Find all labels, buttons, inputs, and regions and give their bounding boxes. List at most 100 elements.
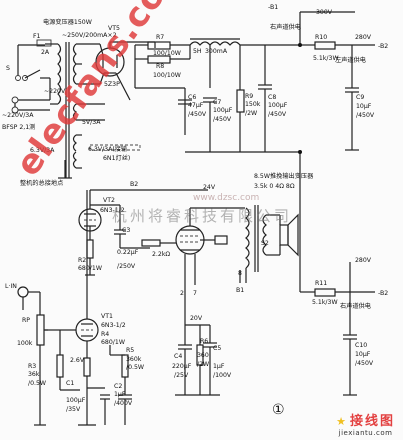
r9-power: /2W	[245, 110, 257, 117]
vt2-tube	[78, 190, 150, 276]
output-transformer	[239, 205, 299, 283]
c7-voltage: /450V	[213, 116, 232, 123]
logo-text: 接线图	[349, 414, 395, 429]
vt1-type: 6N3-1/2	[101, 322, 126, 329]
star-icon: ★	[336, 415, 348, 428]
b2-voltage-bottom: 280V	[355, 257, 372, 264]
output-tube	[141, 207, 245, 285]
c6-value: 47μF	[188, 102, 204, 109]
r11-value: 5.1k/3W	[312, 299, 338, 306]
rectifier-type: 5Z3P	[104, 81, 120, 88]
r11-label: R11	[315, 280, 327, 287]
r6-label: R6	[200, 338, 208, 345]
b2-bottom: -B2	[378, 290, 388, 297]
mains-input	[11, 39, 52, 114]
rectifier-tube	[95, 41, 156, 101]
c8-value: 100μF	[268, 102, 288, 109]
filter-network	[134, 38, 300, 152]
r5-power: /0.5W	[126, 364, 144, 371]
c6-voltage: /450V	[188, 111, 207, 118]
switch-label: S	[6, 65, 10, 72]
c3-voltage: /250V	[117, 263, 136, 270]
b2-top: -B2	[378, 43, 388, 50]
logo-subtitle: jiexiantu.com	[336, 429, 395, 437]
c9-value: 10μF	[356, 103, 372, 110]
tap-8: 8	[238, 270, 242, 277]
c4-value: 220μF	[172, 363, 192, 370]
power-transformer	[45, 42, 141, 178]
c10-value: 10μF	[355, 351, 371, 358]
r9-label: R9	[245, 93, 253, 100]
filament-5v-label: 5V/3A	[82, 119, 101, 126]
r7-value: 100/10W	[153, 50, 181, 57]
choke-current: 300mA	[205, 48, 228, 55]
logo-suffix: .com	[373, 429, 393, 437]
fuse-label: F1	[33, 33, 41, 40]
c1-voltage: /35V	[66, 406, 81, 413]
input-label: L·IN	[5, 283, 17, 290]
c8-voltage: /450V	[268, 111, 287, 118]
choke-label: 5H	[193, 48, 202, 55]
r7-label: R7	[156, 34, 164, 41]
r8-label: R8	[156, 63, 164, 70]
speaker-label: S2	[261, 240, 269, 247]
tube-pin-a: 2	[180, 290, 184, 297]
site-logo[interactable]: ★接线图 jiexiantu.com	[336, 410, 395, 437]
r2-value: 680/1W	[78, 265, 102, 272]
b1-voltage: 300V	[316, 9, 333, 16]
input-fuse-label: BFSP 2,1测	[2, 123, 35, 131]
grid-resistor-label: 2.2kΩ	[152, 251, 170, 258]
c2-voltage: /400V	[114, 400, 133, 407]
filament-63a-label: 6.3V/3A	[30, 147, 55, 154]
r1-value: 100k	[17, 340, 33, 347]
c8-label: C8	[268, 94, 276, 101]
tube-pin-b: 7	[193, 290, 197, 297]
supply-rail-bottom	[298, 150, 375, 396]
fuse-rating: 2A	[41, 49, 50, 56]
c2-value: 1μF	[114, 391, 126, 398]
c5-label: C5	[213, 345, 221, 352]
ground-point-label: 整机的总接地点	[20, 179, 63, 187]
c2-label: C2	[114, 383, 122, 390]
r10-value: 5.1k/3W	[313, 55, 339, 62]
figure-number: ①	[272, 402, 285, 418]
c5-voltage: /100V	[213, 372, 232, 379]
r4-label: R4	[101, 331, 109, 338]
filament-63b-label: 6.3V/3A(接输	[88, 145, 128, 153]
r10-label: R10	[315, 34, 327, 41]
r8-value: 100/10W	[153, 72, 181, 79]
c3-label: C3	[122, 227, 130, 234]
c4-voltage: /25V	[174, 372, 189, 379]
c3-value: 0.22μF	[117, 249, 139, 256]
rectifier-label: VT5	[108, 25, 120, 32]
r5-label: R5	[126, 347, 134, 354]
c9-label: C9	[356, 94, 364, 101]
r5-value: 360k	[126, 356, 142, 363]
logo-title: ★接线图	[336, 410, 395, 429]
b1-mid: B1	[236, 287, 244, 294]
r4-value: 680/1W	[101, 339, 125, 346]
c1-label: C1	[66, 380, 74, 387]
c9-voltage: /450V	[356, 112, 375, 119]
c7-value: 100μF	[213, 107, 233, 114]
b1-top: -B1	[268, 4, 278, 11]
cathode-network	[175, 285, 220, 396]
vt2-type: 6N3-1/2	[100, 207, 125, 214]
b2-voltage-top: 280V	[355, 34, 372, 41]
right-channel-supply: 右声道供电	[270, 23, 301, 31]
bias-voltage: 2.6V	[70, 357, 85, 364]
vt1-label: VT1	[101, 313, 113, 320]
supply-rails-top	[298, 11, 375, 151]
output-transformer-taps: 3.5k 0 4Ω 8Ω	[254, 183, 295, 190]
filament-note-label: 6N1灯丝)	[103, 154, 130, 162]
left-channel-supply: 左声道供电	[335, 56, 366, 64]
r2-label: R2	[78, 257, 86, 264]
right-channel-supply-2: 右声道供电	[340, 302, 371, 310]
c7-label: C7	[213, 99, 221, 106]
b2-rail-left: B2	[130, 181, 138, 188]
rp-label: RP	[22, 317, 30, 324]
c5-value: 1μF	[213, 363, 225, 370]
c4-label: C4	[174, 353, 182, 360]
